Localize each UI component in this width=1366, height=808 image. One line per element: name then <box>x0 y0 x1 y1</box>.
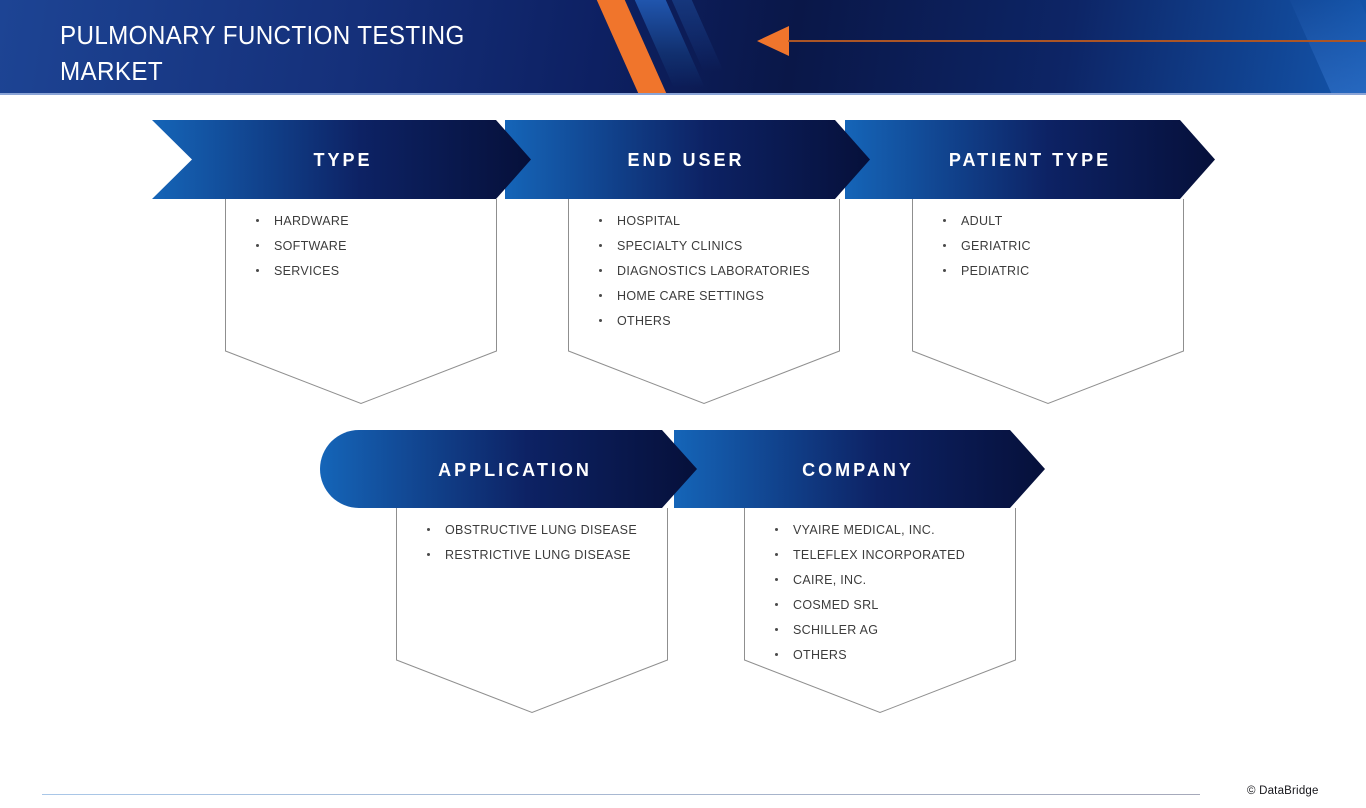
footer-divider <box>42 794 1200 795</box>
segment-items-end-user: HOSPITAL SPECIALTY CLINICS DIAGNOSTICS LAB… <box>568 208 840 333</box>
bullet-dot <box>256 269 259 272</box>
list-item-label: OTHERS <box>793 647 847 662</box>
list-item-label: SERVICES <box>274 263 340 278</box>
list-item-label: HOSPITAL <box>617 213 681 228</box>
segment-header-application: APPLICATION <box>438 460 592 480</box>
panel-application: OBSTRUCTIVE LUNG DISEASE RESTRICTIVE LUNG… <box>396 508 668 714</box>
list-item-label: RESTRICTIVE LUNG DISEASE <box>445 547 631 562</box>
chevron-patient-type-shape <box>845 120 1215 199</box>
list-item-label: PEDIATRIC <box>961 263 1030 278</box>
list-item-label: SOFTWARE <box>274 238 347 253</box>
segment-header-end-user: END USER <box>627 150 745 170</box>
diagonal-stripe-corner <box>1288 0 1366 93</box>
bullet-dot <box>943 269 946 272</box>
bullet-dot <box>427 553 430 556</box>
panel-outline <box>744 508 1016 714</box>
chevron-band-row1 <box>152 120 1215 199</box>
header-banner: PULMONARY FUNCTION TESTING MARKET <box>0 0 1366 95</box>
chevron-company-shape <box>674 430 1045 508</box>
footer-credit: © DataBridge <box>1247 785 1319 797</box>
list-item: OTHERS <box>568 308 840 333</box>
bullet-dot <box>256 244 259 247</box>
segment-items-application: OBSTRUCTIVE LUNG DISEASE RESTRICTIVE LUNG… <box>396 517 668 567</box>
panel-company: VYAIRE MEDICAL, INC. TELEFLEX INCORPORATE… <box>744 508 1016 714</box>
bullet-dot <box>775 603 778 606</box>
bullet-dot <box>599 219 602 222</box>
segment-items-patient-type: ADULT GERIATRIC PEDIATRIC <box>912 208 1184 283</box>
panel-type: HARDWARE SOFTWARE SERVICES <box>225 199 497 405</box>
chevron-band-row2 <box>320 430 1045 508</box>
list-item: ADULT <box>912 208 1184 233</box>
segment-header-type: TYPE <box>313 150 373 170</box>
segment-items-type: HARDWARE SOFTWARE SERVICES <box>225 208 497 283</box>
list-item: TELEFLEX INCORPORATED <box>744 542 1016 567</box>
list-item-label: GERIATRIC <box>961 238 1031 253</box>
list-item: SCHILLER AG <box>744 617 1016 642</box>
list-item: HOME CARE SETTINGS <box>568 283 840 308</box>
list-item: CAIRE, INC. <box>744 567 1016 592</box>
list-item: PEDIATRIC <box>912 258 1184 283</box>
list-item-label: ADULT <box>961 213 1003 228</box>
bullet-dot <box>943 219 946 222</box>
list-item-label: OTHERS <box>617 313 671 328</box>
list-item: HOSPITAL <box>568 208 840 233</box>
list-item: OTHERS <box>744 642 1016 667</box>
list-item-label: CAIRE, INC. <box>793 572 867 587</box>
list-item: HARDWARE <box>225 208 497 233</box>
list-item-label: TELEFLEX INCORPORATED <box>793 547 966 562</box>
chevron-type-shape <box>152 120 531 199</box>
panel-end-user: HOSPITAL SPECIALTY CLINICS DIAGNOSTICS LAB… <box>568 199 840 405</box>
page-title: PULMONARY FUNCTION TESTING MARKET <box>60 17 465 89</box>
panel-patient-type: ADULT GERIATRIC PEDIATRIC <box>912 199 1184 405</box>
list-item: COSMED SRL <box>744 592 1016 617</box>
bullet-dot <box>775 628 778 631</box>
list-item-label: SPECIALTY CLINICS <box>617 238 743 253</box>
list-item-label: VYAIRE MEDICAL, INC. <box>793 522 935 537</box>
segment-items-company: VYAIRE MEDICAL, INC. TELEFLEX INCORPORATE… <box>744 517 1016 667</box>
list-item: VYAIRE MEDICAL, INC. <box>744 517 1016 542</box>
chevron-end-user-shape <box>505 120 870 199</box>
page-title-line1: PULMONARY FUNCTION TESTING <box>60 20 465 50</box>
list-item-label: SCHILLER AG <box>793 622 879 637</box>
bullet-dot <box>256 219 259 222</box>
panel-outline <box>225 199 497 405</box>
list-item: SPECIALTY CLINICS <box>568 233 840 258</box>
list-item-label: HARDWARE <box>274 213 349 228</box>
bullet-dot <box>599 294 602 297</box>
list-item: OBSTRUCTIVE LUNG DISEASE <box>396 517 668 542</box>
list-item: RESTRICTIVE LUNG DISEASE <box>396 542 668 567</box>
list-item-label: HOME CARE SETTINGS <box>617 288 765 303</box>
list-item-label: DIAGNOSTICS LABORATORIES <box>617 263 810 278</box>
bullet-dot <box>775 528 778 531</box>
arrow-left-icon <box>757 26 789 56</box>
bullet-dot <box>427 528 430 531</box>
bullet-dot <box>599 319 602 322</box>
panel-outline <box>568 199 840 405</box>
page-title-line2: MARKET <box>60 56 163 86</box>
accent-line <box>788 40 1366 42</box>
list-item: GERIATRIC <box>912 233 1184 258</box>
list-item: DIAGNOSTICS LABORATORIES <box>568 258 840 283</box>
panel-outline <box>912 199 1184 405</box>
panel-outline <box>396 508 668 714</box>
bullet-dot <box>599 244 602 247</box>
list-item: SERVICES <box>225 258 497 283</box>
bullet-dot <box>943 244 946 247</box>
bullet-dot <box>775 653 778 656</box>
bullet-dot <box>775 578 778 581</box>
bullet-dot <box>599 269 602 272</box>
bullet-dot <box>775 553 778 556</box>
segment-header-patient-type: PATIENT TYPE <box>948 150 1112 170</box>
chevron-application-shape <box>320 430 697 508</box>
list-item: SOFTWARE <box>225 233 497 258</box>
list-item-label: COSMED SRL <box>793 597 879 612</box>
segment-header-company: COMPANY <box>802 460 914 480</box>
list-item-label: OBSTRUCTIVE LUNG DISEASE <box>445 522 637 537</box>
